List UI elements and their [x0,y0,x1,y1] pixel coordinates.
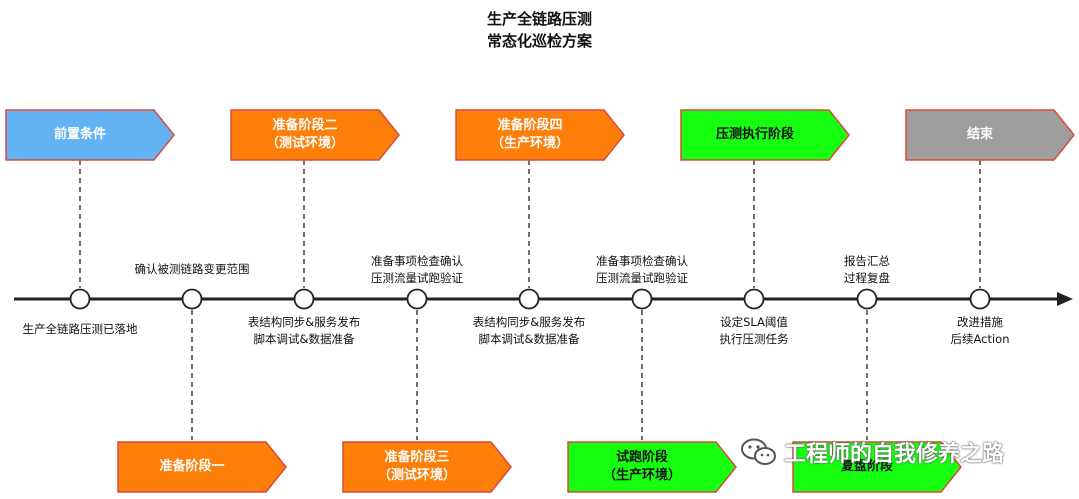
annotation-check-verify-2: 准备事项检查确认 压测流量试跑验证 [596,253,688,287]
timeline-node [631,288,653,310]
phase-prep-4: 准备阶段四 （生产环境） [455,109,626,161]
annotation-report-review: 报告汇总 过程复盘 [844,253,890,287]
timeline-node [181,288,203,310]
phase-prep-1: 准备阶段一 [117,441,288,493]
phase-review: 复盘阶段 [792,441,963,493]
phase-end: 结束 [905,109,1076,161]
diagram-title-line1: 生产全链路压测 [486,10,592,28]
annotation-sync-prepare-2: 表结构同步&服务发布 脚本调试&数据准备 [473,314,585,348]
annotation-line: 脚本调试&数据准备 [253,332,355,346]
timeline-node [743,288,765,310]
timeline-node [518,288,540,310]
annotation-scope-confirm: 确认被测链路变更范围 [135,261,250,278]
phase-prerequisites: 前置条件 [5,109,176,161]
annotation-line: 确认被测链路变更范围 [134,262,250,276]
annotation-line: 压测流量试跑验证 [596,271,688,285]
timeline-node [293,288,315,310]
timeline-node [406,288,428,310]
annotation-line: 准备事项检查确认 [371,254,463,268]
annotation-improvement: 改进措施 后续Action [950,314,1009,348]
annotation-line: 压测流量试跑验证 [371,271,463,285]
phase-prep-3: 准备阶段三 （测试环境） [342,441,513,493]
annotation-line: 执行压测任务 [719,332,789,346]
timeline-node [856,288,878,310]
annotation-line: 改进措施 [957,315,1003,329]
timeline-arrowhead [1057,292,1073,306]
annotation-line: 后续Action [950,332,1010,346]
annotation-landed: 生产全链路压测已落地 [23,321,138,338]
annotation-line: 过程复盘 [844,271,890,285]
annotation-line: 表结构同步&服务发布 [472,315,586,329]
annotation-sla-execute: 设定SLA阈值 执行压测任务 [720,314,789,348]
annotation-line: 脚本调试&数据准备 [478,332,580,346]
timeline-node [969,288,991,310]
annotation-line: 准备事项检查确认 [596,254,688,268]
phase-load-test-execution: 压测执行阶段 [680,109,851,161]
timeline-node [69,288,91,310]
annotation-line: 表结构同步&服务发布 [247,315,361,329]
annotation-line: 生产全链路压测已落地 [22,322,138,336]
annotation-line: 报告汇总 [844,254,890,268]
phase-trial-run: 试跑阶段 （生产环境） [567,441,738,493]
annotation-line: 设定SLA阈值 [720,315,788,329]
annotation-check-verify-1: 准备事项检查确认 压测流量试跑验证 [371,253,463,287]
diagram-title-line2: 常态化巡检方案 [486,32,592,50]
annotation-sync-prepare-1: 表结构同步&服务发布 脚本调试&数据准备 [248,314,360,348]
phase-prep-2: 准备阶段二 （测试环境） [230,109,401,161]
